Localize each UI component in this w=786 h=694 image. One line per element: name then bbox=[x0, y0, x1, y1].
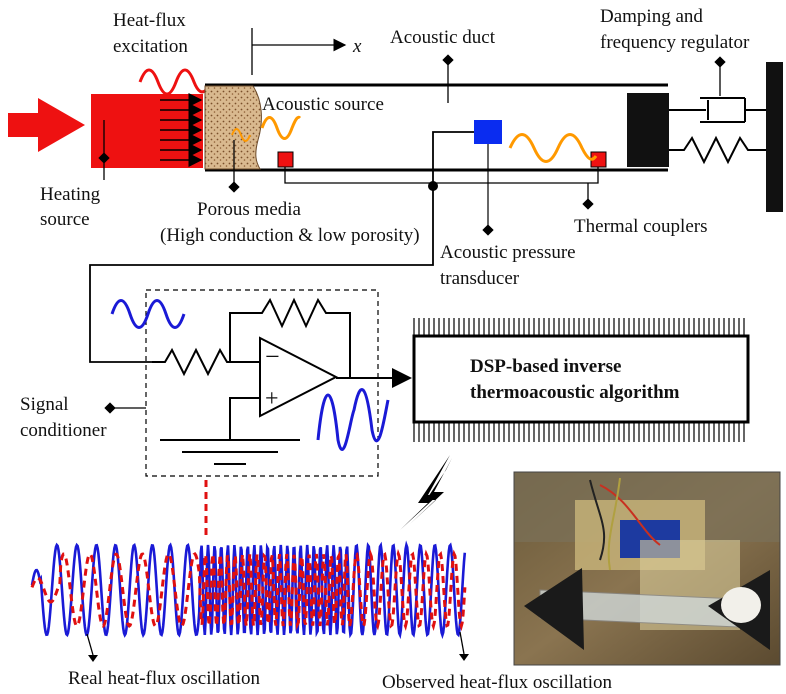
dsp-label-1: DSP-based inverse bbox=[470, 356, 621, 377]
dsp-label-2: thermoacoustic algorithm bbox=[470, 382, 680, 403]
porous-media bbox=[204, 85, 262, 170]
signal-conditioner-label-1: Signal bbox=[20, 394, 69, 415]
heat-flux-arrows bbox=[160, 93, 203, 167]
heat-flux-label-2: excitation bbox=[113, 36, 188, 57]
axis-x-label: x bbox=[352, 36, 362, 57]
real-oscillation-label: Real heat-flux oscillation bbox=[68, 668, 261, 689]
thermal-coupler-bracket bbox=[284, 167, 599, 184]
heat-flux-wave bbox=[138, 68, 208, 96]
pressure-transducer bbox=[474, 120, 502, 144]
thermal-coupler-left bbox=[277, 151, 294, 168]
heating-source-label-1: Heating bbox=[40, 184, 101, 205]
duct-end-piston bbox=[627, 93, 669, 167]
opamp-plus: + bbox=[265, 386, 279, 412]
damper-wall bbox=[766, 62, 783, 212]
dsp-pins-top bbox=[413, 318, 745, 336]
spring-element bbox=[669, 135, 766, 165]
transducer-label-2: transducer bbox=[440, 268, 520, 289]
conditioner-output-wave bbox=[316, 388, 390, 451]
heating-source-label-2: source bbox=[40, 209, 90, 230]
damper-element bbox=[669, 97, 766, 123]
experiment-photo bbox=[513, 471, 781, 666]
thermal-couplers-label: Thermal couplers bbox=[574, 216, 707, 237]
porous-media-label-2: (High conduction & low porosity) bbox=[160, 225, 420, 246]
observed-oscillation-label: Observed heat-flux oscillation bbox=[382, 672, 613, 693]
wireless-link-icon bbox=[400, 455, 450, 530]
acoustic-source-inner-wave bbox=[231, 128, 251, 142]
transducer-label-1: Acoustic pressure bbox=[440, 242, 576, 263]
acoustic-duct-label: Acoustic duct bbox=[390, 27, 496, 48]
porous-media-label-1: Porous media bbox=[197, 199, 302, 220]
conditioner-input-wave bbox=[110, 299, 186, 329]
dsp-box bbox=[412, 334, 750, 424]
op-amp bbox=[259, 336, 339, 418]
damping-label-1: Damping and bbox=[600, 6, 703, 27]
acoustic-source-wave bbox=[260, 115, 302, 140]
acoustic-source-label: Acoustic source bbox=[262, 94, 384, 115]
heat-flux-label-1: Heat-flux bbox=[113, 10, 186, 31]
heating-source-block bbox=[91, 94, 203, 168]
real-heat-flux-wave bbox=[30, 549, 467, 632]
signal-conditioner-box bbox=[145, 289, 379, 477]
dsp-pins-bottom bbox=[413, 422, 745, 442]
damping-label-2: frequency regulator bbox=[600, 32, 750, 53]
opamp-minus: − bbox=[265, 342, 280, 371]
duct-acoustic-wave bbox=[508, 133, 598, 163]
heating-arrow bbox=[8, 98, 85, 152]
signal-conditioner-label-2: conditioner bbox=[20, 420, 107, 441]
